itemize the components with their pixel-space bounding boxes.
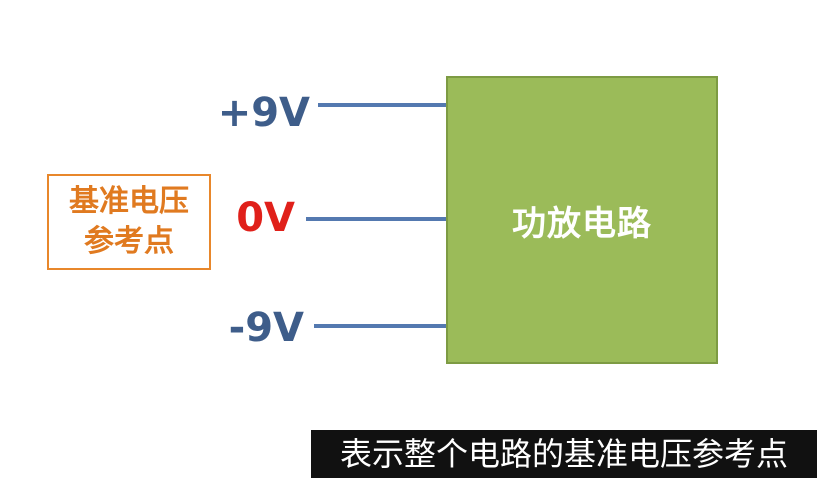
reference-line-2: 参考点 bbox=[84, 224, 174, 259]
wire-minus-9v bbox=[314, 324, 448, 328]
label-minus-9v: -9V bbox=[228, 305, 304, 351]
reference-point-box: 基准电压 参考点 bbox=[47, 174, 211, 270]
wire-plus-9v bbox=[318, 103, 448, 107]
amplifier-block: 功放电路 bbox=[446, 76, 718, 364]
label-plus-9v: +9V bbox=[217, 90, 310, 136]
wire-0v bbox=[306, 217, 448, 221]
subtitle-caption: 表示整个电路的基准电压参考点 bbox=[311, 430, 817, 478]
label-0v: 0V bbox=[236, 195, 295, 241]
amplifier-label: 功放电路 bbox=[512, 203, 652, 244]
reference-line-1: 基准电压 bbox=[69, 184, 189, 219]
